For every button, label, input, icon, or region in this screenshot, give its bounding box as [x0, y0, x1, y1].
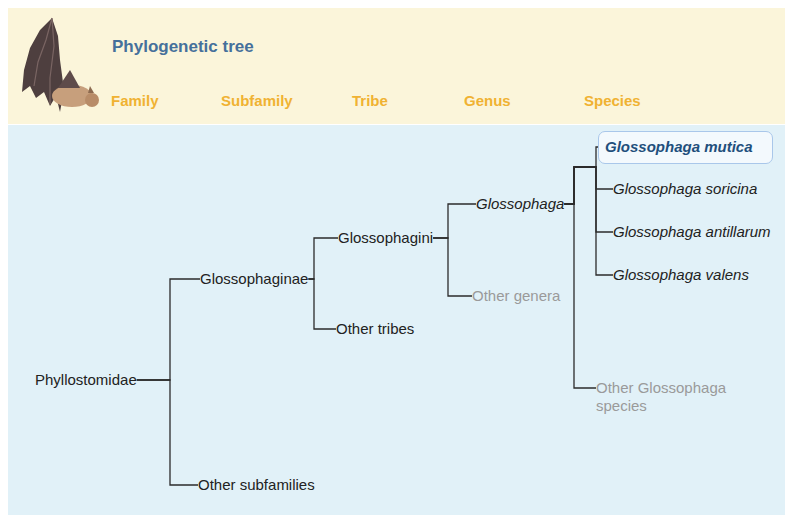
taxon-label: Glossophagini: [338, 229, 433, 247]
taxon-label: Other tribes: [336, 320, 414, 338]
taxon-name: Glossophaga: [476, 195, 564, 213]
rank-header: Family: [111, 92, 159, 110]
tree-branch: [564, 167, 613, 232]
tree-branch: [137, 380, 198, 485]
taxon-name: Other genera: [472, 287, 560, 305]
tree-branch: [433, 238, 472, 296]
tree-branch: [564, 147, 598, 204]
diagram-title: Phylogenetic tree: [112, 37, 254, 57]
taxon-name: Glossophaga valens: [613, 266, 749, 284]
taxon-label: Glossophaga valens: [613, 266, 749, 284]
taxon-name: Phyllostomidae: [35, 371, 137, 389]
tree-branch: [564, 167, 613, 204]
taxon-label: Glossophaga antillarum: [613, 223, 771, 241]
tree-branch: [564, 167, 613, 275]
taxon-label: Other Glossophaga species: [596, 379, 746, 415]
header-band: [8, 8, 785, 124]
tree-branch: [564, 204, 596, 388]
taxon-name: Other tribes: [336, 320, 414, 338]
bat-head: [85, 93, 99, 107]
tree-band: [8, 125, 785, 515]
taxon-label: Other genera: [472, 287, 560, 305]
tree-branch: [433, 204, 476, 238]
tree-branch: [308, 238, 338, 279]
taxon-label: Glossophaga soricina: [613, 180, 757, 198]
taxon-label: Glossophaga: [476, 195, 564, 213]
bat-wing-bones: [34, 18, 54, 104]
rank-header: Tribe: [352, 92, 388, 110]
taxon-name: Glossophaginae: [200, 270, 308, 288]
bat-wing-fold: [58, 70, 80, 88]
taxon-label: Phyllostomidae: [35, 371, 137, 389]
taxon-name: Glossophaga antillarum: [613, 223, 771, 241]
bat-body: [52, 85, 92, 107]
highlighted-species-box: Glossophaga mutica: [598, 131, 773, 164]
taxon-label: Other subfamilies: [198, 476, 315, 494]
rank-header: Species: [584, 92, 641, 110]
taxon-name: Other subfamilies: [198, 476, 315, 494]
rank-header: Genus: [464, 92, 511, 110]
tree-branch: [137, 279, 200, 380]
rank-header: Subfamily: [221, 92, 293, 110]
tree-branch: [308, 279, 336, 329]
taxon-name: Glossophaga soricina: [613, 180, 757, 198]
bat-ear: [88, 86, 94, 93]
bat-illustration: [22, 18, 99, 112]
taxon-label: Glossophaginae: [200, 270, 308, 288]
taxon-name: Glossophagini: [338, 229, 433, 247]
taxon-name: Other Glossophaga species: [596, 379, 746, 415]
taxon-name: Glossophaga mutica: [605, 138, 753, 156]
